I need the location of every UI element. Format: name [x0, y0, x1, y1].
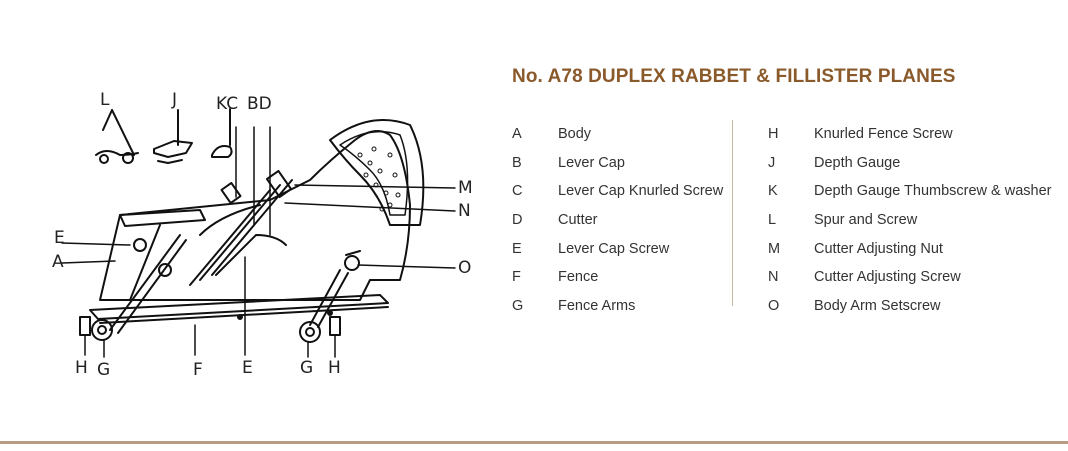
part-name: Cutter Adjusting Nut: [814, 240, 943, 257]
part-name: Cutter: [558, 212, 598, 229]
list-item: G Fence Arms: [512, 292, 732, 321]
list-item: K Depth Gauge Thumbscrew & washer: [768, 177, 1052, 206]
callout-N: N: [458, 201, 471, 221]
callout-L: L: [100, 90, 110, 110]
part-key: K: [768, 183, 778, 200]
part-name: Depth Gauge Thumbscrew & washer: [814, 183, 1052, 200]
part-name: Body: [558, 126, 592, 143]
list-item: N Cutter Adjusting Screw: [768, 263, 1052, 292]
callout-M: M: [458, 178, 473, 198]
part-key: E: [512, 240, 522, 257]
part-key: O: [768, 297, 780, 314]
callout-KC: KC: [216, 94, 239, 114]
list-item: H Knurled Fence Screw: [768, 120, 1052, 149]
part-name: Knurled Fence Screw: [814, 126, 953, 143]
part-name: Spur and Screw: [814, 212, 918, 229]
list-item: B Lever Cap: [512, 149, 732, 178]
spur-line-2: [102, 109, 113, 131]
fence: [89, 294, 389, 320]
part-name: Lever Cap: [558, 154, 625, 171]
part-key: B: [512, 154, 522, 171]
list-item: D Cutter: [512, 206, 732, 235]
part-key: L: [768, 212, 777, 229]
callout-E-bottom: E: [242, 358, 253, 378]
callout-H-left: H: [75, 358, 88, 378]
spur-body: [95, 150, 139, 156]
part-key: F: [512, 269, 521, 286]
list-item: O Body Arm Setscrew: [768, 292, 1052, 321]
part-name: Fence: [558, 269, 599, 286]
spur-line: [111, 109, 135, 156]
part-key: A: [512, 126, 522, 143]
footer-rule: [0, 441, 1068, 444]
part-key: H: [768, 126, 779, 143]
list-item: L Spur and Screw: [768, 206, 1052, 235]
part-name: Depth Gauge: [814, 154, 901, 171]
parts-column-left: A Body B Lever Cap C Lever Cap Knurled Scre…: [512, 120, 732, 320]
callout-J: J: [172, 90, 178, 110]
callout-F: F: [193, 360, 203, 380]
callout-A: A: [52, 252, 64, 272]
parts-legend: A Body B Lever Cap C Lever Cap Knurled Scre…: [512, 120, 1052, 314]
plane-handle: [329, 119, 425, 226]
part-key: J: [768, 154, 776, 171]
part-name: Cutter Adjusting Screw: [814, 269, 961, 286]
page-title: No. A78 DUPLEX RABBET & FILLISTER PLANES: [512, 66, 956, 87]
part-name: Body Arm Setscrew: [814, 297, 941, 314]
callout-G-right: G: [300, 358, 314, 378]
depth-gauge-shape: [153, 140, 193, 158]
list-item: J Depth Gauge: [768, 149, 1052, 178]
column-divider: [732, 120, 733, 306]
depth-thumbscrew: [211, 145, 233, 158]
part-name: Lever Cap Knurled Screw: [558, 183, 724, 200]
part-name: Lever Cap Screw: [558, 240, 670, 257]
callout-G-left: G: [97, 360, 111, 380]
plane-diagram: [40, 85, 500, 385]
part-name: Fence Arms: [558, 297, 636, 314]
callout-H-right: H: [328, 358, 341, 378]
callout-O: O: [458, 258, 472, 278]
list-item: F Fence: [512, 263, 732, 292]
plane-body: [99, 130, 411, 301]
part-key: D: [512, 212, 523, 229]
plane-line-drawing: [61, 108, 456, 358]
part-key: N: [768, 269, 779, 286]
list-item: C Lever Cap Knurled Screw: [512, 177, 732, 206]
parts-column-right: H Knurled Fence Screw J Depth Gauge K Depth…: [768, 120, 1052, 320]
list-item: M Cutter Adjusting Nut: [768, 234, 1052, 263]
callout-E-left: E: [54, 228, 65, 248]
part-key: C: [512, 183, 523, 200]
callout-BD: BD: [247, 94, 272, 114]
part-key: M: [768, 240, 781, 257]
part-key: G: [512, 297, 524, 314]
list-item: A Body: [512, 120, 732, 149]
list-item: E Lever Cap Screw: [512, 234, 732, 263]
